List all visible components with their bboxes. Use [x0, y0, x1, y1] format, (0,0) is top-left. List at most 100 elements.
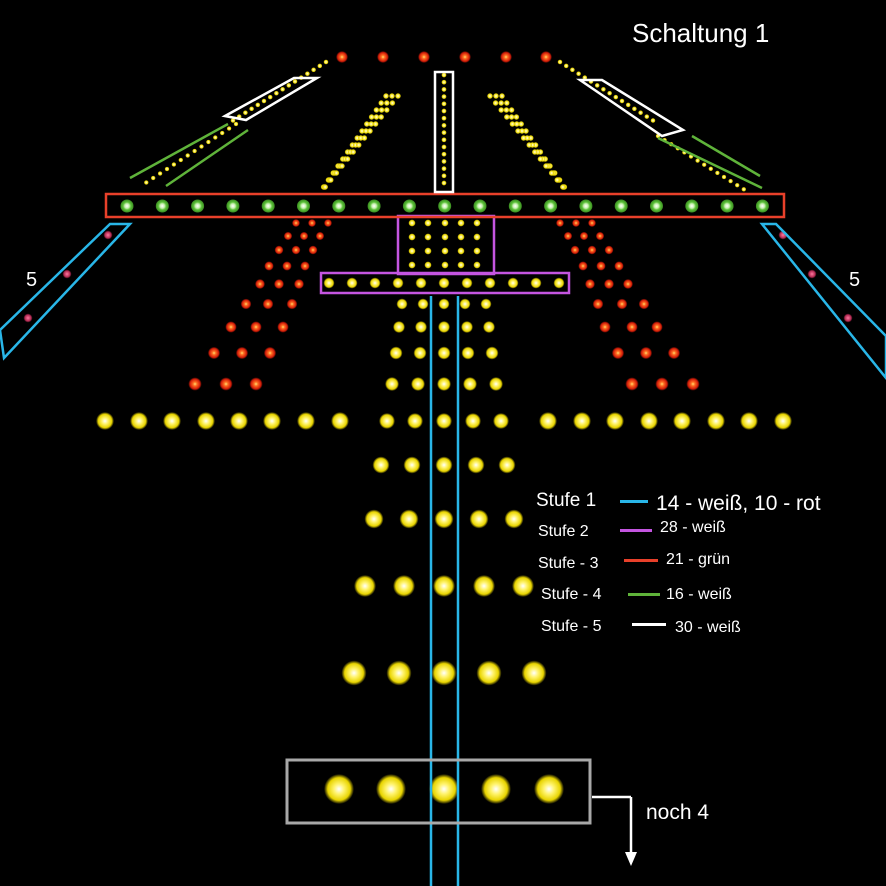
approach-lamp — [485, 346, 499, 360]
top-red-lamp — [540, 51, 552, 63]
right-diagonal-lamp — [741, 186, 747, 192]
crossbar-lamp — [331, 412, 349, 430]
approach-lamp — [396, 298, 408, 310]
legend-line-4 — [628, 593, 660, 596]
green-lamp — [191, 199, 205, 213]
left-taxi-lamp — [378, 100, 385, 106]
red-funnel-lamp — [603, 278, 615, 290]
approach-lamp — [324, 774, 354, 804]
red-funnel-lamp — [286, 298, 298, 310]
red-funnel-lamp — [570, 245, 580, 255]
stage2-row-lamp — [553, 277, 565, 289]
right-diagonal-lamp — [576, 71, 582, 77]
approach-lamp — [437, 377, 451, 391]
legend-line-5 — [632, 623, 666, 626]
green-lamp — [544, 199, 558, 213]
stage4-frame-line — [657, 136, 763, 190]
stage-frame-layer — [0, 70, 886, 886]
approach-lamp — [376, 774, 406, 804]
crossbar-lamp — [573, 412, 591, 430]
red-funnel-lamp — [651, 321, 663, 333]
approach-lamp — [461, 321, 473, 333]
centerline-lamp — [441, 115, 447, 121]
right-taxi-lamp — [526, 142, 533, 148]
left-taxi-lamp — [373, 107, 380, 113]
crossbar-lamp — [130, 412, 148, 430]
green-lamp — [579, 199, 593, 213]
right-diagonal-lamp — [695, 158, 700, 164]
center-block-lamp — [441, 233, 449, 241]
approach-lamp — [480, 298, 492, 310]
crossbar-lamp — [197, 412, 215, 430]
red-funnel-lamp — [616, 298, 628, 310]
diagram-title: Schaltung 1 — [632, 18, 770, 48]
right-diagonal-lamp — [557, 59, 563, 65]
red-funnel-lamp — [291, 245, 301, 255]
left-taxi-lamp — [378, 114, 385, 120]
approach-lamp — [481, 774, 511, 804]
approach-lamp — [489, 377, 503, 391]
left-diagonal-lamp — [199, 144, 204, 149]
red-funnel-lamp — [584, 278, 596, 290]
left-diagonal-lamp — [255, 102, 261, 108]
legend-stage-4: Stufe - 4 — [541, 586, 602, 603]
left-diagonal-lamp — [192, 148, 198, 154]
red-funnel-lamp — [588, 219, 596, 227]
legend-stage-2: Stufe 2 — [538, 523, 589, 540]
legend-desc-1: 14 - weiß, 10 - rot — [656, 492, 821, 515]
stage2-row-lamp — [392, 277, 404, 289]
top-red-lamp — [500, 51, 512, 63]
red-funnel-lamp — [225, 321, 237, 333]
red-funnel-lamp — [622, 278, 634, 290]
left-diagonal-lamp — [323, 59, 329, 65]
right-diagonal-lamp — [600, 86, 606, 92]
left-taxi-lamp — [368, 114, 375, 120]
approach-lamp — [534, 774, 564, 804]
crossbar-lamp — [96, 412, 114, 430]
left-diagonal-lamp — [206, 139, 211, 145]
left-diagonal-lamp — [280, 86, 286, 92]
red-funnel-lamp — [283, 231, 293, 241]
red-funnel-lamp — [667, 346, 681, 360]
continuation-arrow-head — [625, 852, 637, 866]
approach-lamp — [403, 456, 421, 474]
approach-lamp — [393, 321, 405, 333]
stage2-row-lamp — [507, 277, 519, 289]
red-funnel-lamp — [235, 346, 249, 360]
center-block-lamp — [441, 261, 449, 269]
red-funnel-lamp — [254, 278, 266, 290]
red-funnel-lamp — [249, 377, 263, 391]
stage5-frame — [221, 76, 322, 122]
left-taxi-lamp — [389, 93, 395, 99]
centerline-lamp — [441, 151, 447, 157]
left-diagonal-lamp — [157, 171, 163, 176]
side-lamp — [62, 269, 72, 279]
left-diagonal-lamp — [261, 98, 267, 104]
approach-lamp — [465, 413, 481, 429]
red-funnel-lamp — [315, 231, 325, 241]
left-diagonal-lamp — [164, 166, 170, 172]
green-lamp — [120, 199, 134, 213]
red-funnel-lamp — [262, 298, 274, 310]
right-taxi-lamp — [531, 149, 538, 155]
left-taxi-lamp — [333, 170, 340, 176]
approach-lamp — [429, 774, 459, 804]
red-funnel-lamp — [625, 377, 639, 391]
center-block-lamp — [424, 233, 432, 241]
red-funnel-lamp — [639, 346, 653, 360]
center-block-lamp — [473, 247, 481, 255]
red-funnel-lamp — [308, 245, 318, 255]
stage2-frame — [319, 271, 571, 295]
top-red-lamp — [418, 51, 430, 63]
green-lamp — [720, 199, 734, 213]
center-block-lamp — [457, 219, 465, 227]
approach-lamp — [521, 660, 547, 686]
approach-lamp — [461, 346, 475, 360]
legend-desc-2: 28 - weiß — [660, 519, 726, 536]
left-diagonal-lamp — [143, 180, 149, 185]
side-lamp — [103, 230, 113, 240]
stage5-frame — [433, 70, 455, 194]
left-taxi-lamp — [389, 100, 396, 106]
center-block-lamp — [473, 261, 481, 269]
